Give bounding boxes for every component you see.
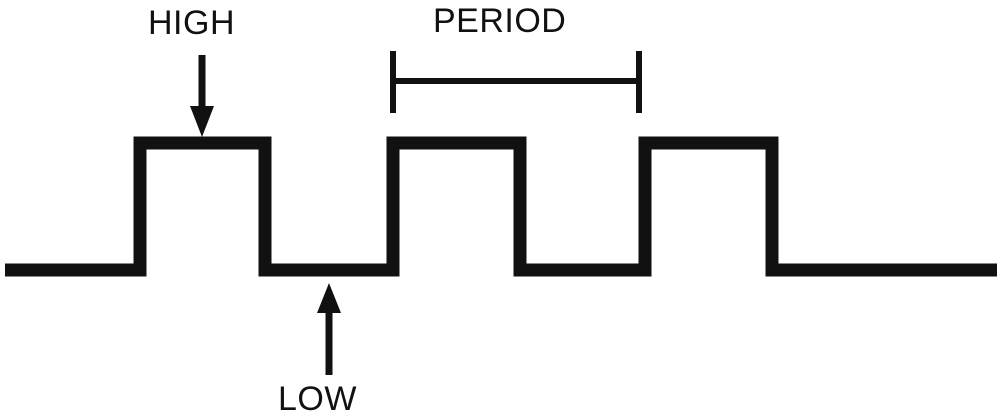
low-label: LOW (278, 380, 357, 418)
high-arrow-icon (190, 55, 214, 137)
square-wave-signal (5, 136, 997, 277)
period-bracket (390, 51, 642, 113)
period-label: PERIOD (433, 2, 567, 40)
low-arrow-icon (317, 283, 341, 375)
high-label: HIGH (148, 4, 235, 42)
